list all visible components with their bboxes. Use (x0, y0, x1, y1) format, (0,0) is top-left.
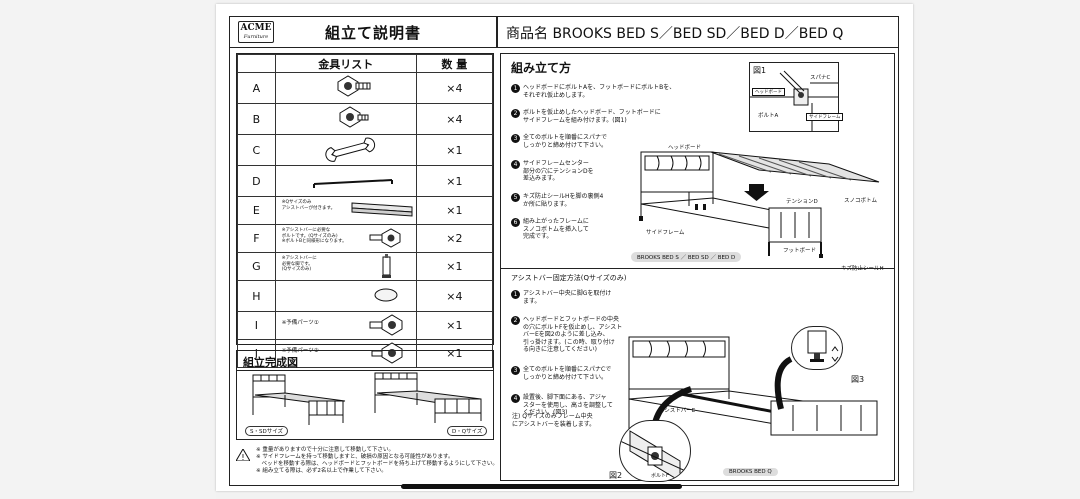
figure-1: 図1 スパナC ヘッドボード ボルトA サイドフレーム (749, 62, 844, 132)
parts-note: ※予備パーツ② (281, 348, 319, 354)
header-divider (496, 17, 498, 47)
completion-box: 組立完成図 S・SDサイズ (236, 350, 494, 440)
parts-note: ※Qサイズのみ アシストバーが付きます。 (281, 200, 336, 211)
parts-note: ※予備パーツ① (281, 320, 319, 326)
logo-sub: Furniture (243, 34, 269, 40)
product-name: 商品名 BROOKS BED S／BED SD／BED D／BED Q (506, 26, 844, 42)
parts-header-qty: 数 量 (415, 54, 494, 73)
viewer-background-left (0, 0, 216, 499)
table-row: B ×4 (237, 103, 494, 135)
model-pill-top: BROOKS BED S ／ BED SD ／ BED D (631, 252, 742, 262)
home-indicator[interactable] (401, 484, 682, 489)
table-row: G ※アシストバーに 必要な脚です。 (Qサイズのみ) ×1 (237, 252, 494, 281)
assembly-title: 組み立て方 (511, 61, 572, 75)
boltF-label: ボルトF (651, 473, 669, 479)
assistbar-label: アシストバーE (659, 408, 696, 414)
table-row: E ※Qサイズのみ アシストバーが付きます。 ×1 (237, 196, 494, 225)
document-title: 組立て説明書 (325, 24, 422, 42)
bed-large-illustration (374, 372, 482, 423)
completion-divider (237, 370, 493, 371)
queen-note: 注) Qサイズのみフレーム中央 にアシストバーを装着します。 (512, 413, 596, 428)
document-page: ACME Furniture 組立て説明書 商品名 BROOKS BED S／B… (216, 4, 913, 491)
bed-assembly-illustration (639, 151, 880, 258)
fig1-spanner-label: スパナC (810, 75, 831, 81)
table-row: H ×4 (237, 280, 494, 312)
size-tag-small: S・SDサイズ (245, 426, 289, 436)
fig1-head-label: ヘッドボード (752, 88, 785, 96)
sideframe-label: サイドフレーム (646, 230, 685, 236)
tension-rod-illustration (274, 165, 417, 197)
table-row: C ×1 (237, 134, 494, 166)
leg-g-illustration: ※アシストバーに 必要な脚です。 (Qサイズのみ) (274, 252, 417, 281)
acme-logo: ACME Furniture (238, 21, 274, 43)
parts-note: ※アシストバーに 必要な脚です。 (Qサイズのみ) (281, 256, 317, 272)
queen-bed-illustration (628, 336, 878, 439)
size-tag-large: D・Qサイズ (447, 426, 488, 436)
bolt-b-illustration (274, 103, 417, 135)
model-pill-bottom: BROOKS BED Q (723, 468, 778, 476)
completion-title: 組立完成図 (243, 356, 298, 369)
spare-part-2-illustration: ※予備パーツ② (274, 339, 417, 368)
warning-text: ※ 重量がありますので十分に注意して移動して下さい。 (256, 447, 395, 453)
figure-3 (791, 326, 843, 370)
sunoko-label: スノコボトム (844, 198, 878, 204)
parts-table: 金具リスト 数 量 A ×4 B ×4 (236, 53, 494, 368)
viewer-background-right (910, 0, 1080, 499)
table-row: I ※予備パーツ① ×1 (237, 311, 494, 340)
assist-bar-illustration: ※Qサイズのみ アシストバーが付きます。 (274, 196, 417, 225)
instruction-frame: ACME Furniture 組立て説明書 商品名 BROOKS BED S／B… (229, 16, 899, 486)
bed-small-illustration (252, 374, 346, 425)
bolt-a-illustration (274, 72, 417, 104)
spanner-illustration (274, 134, 417, 166)
fig1-side-label: サイドフレーム (806, 113, 844, 121)
seal-label: キズ防止シールH (841, 266, 884, 272)
header: ACME Furniture 組立て説明書 商品名 BROOKS BED S／B… (230, 17, 898, 48)
warning-text: ベッドを移動する際は、ヘッドボードとフットボードを持ち上げて移動するようにして下… (256, 461, 498, 467)
bolt-f-illustration: ※アシストバーに必要な ボルトです。(Qサイズのみ) ※ボルトBと同様形になりま… (274, 224, 417, 253)
footboard-label: フットボード (783, 248, 817, 254)
spare-part-1-illustration: ※予備パーツ① (274, 311, 417, 340)
parts-header-item: 金具リスト (274, 54, 417, 73)
warning-text: ※ サイドフレームを持って移動しますと、破損の原因となる可能性があります。 (256, 454, 454, 460)
warning-icon: ! (236, 449, 250, 461)
figure-1-label: 図1 (753, 66, 767, 75)
svg-text:!: ! (241, 453, 244, 461)
headboard-label: ヘッドボード (668, 145, 702, 151)
parts-note: ※アシストバーに必要な ボルトです。(Qサイズのみ) ※ボルトBと同様形になりま… (281, 228, 347, 244)
warning-text: ※ 組み立てる際は、必ず2名以上で作業して下さい。 (256, 468, 387, 474)
section-divider (501, 268, 894, 269)
tension-label: テンションD (786, 199, 818, 205)
table-row: A ×4 (237, 72, 494, 104)
warnings: ! ※ 重量がありますので十分に注意して移動して下さい。 ※ サイドフレームを持… (236, 447, 498, 475)
figure-3-label: 図3 (851, 375, 865, 384)
figure-2 (619, 420, 691, 482)
seal-h-illustration (274, 280, 417, 312)
fig1-bolt-label: ボルトA (758, 113, 779, 119)
table-row: F ※アシストバーに必要な ボルトです。(Qサイズのみ) ※ボルトBと同様形にな… (237, 224, 494, 253)
table-row: D ×1 (237, 165, 494, 197)
logo-main: ACME (240, 23, 272, 33)
figure-2-label: 図2 (609, 471, 623, 480)
assist-bar-title: アシストバー固定方法(Qサイズのみ) (511, 274, 627, 282)
